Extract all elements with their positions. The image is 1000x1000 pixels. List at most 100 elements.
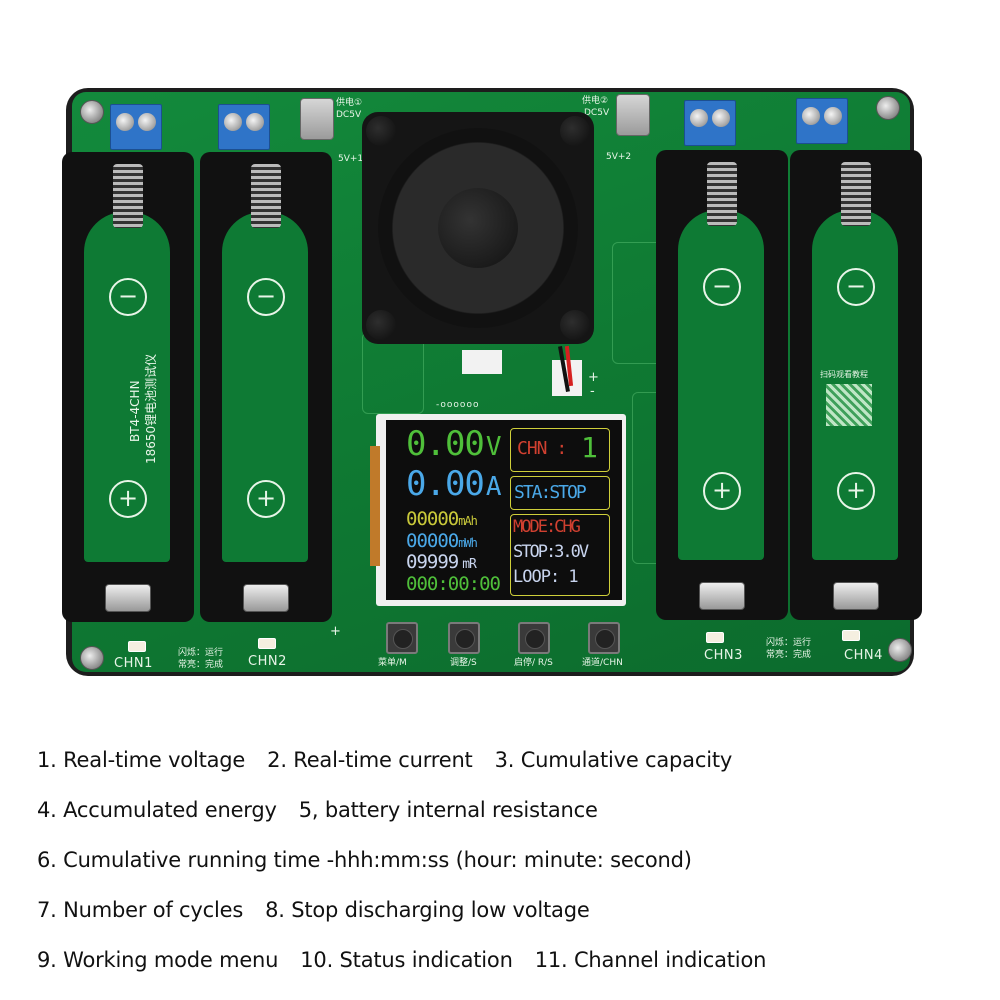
channel-box: CHN : 1 [510,428,610,472]
led-ch3-icon [706,632,724,643]
caption-status: 10. Status indication [300,948,513,972]
status-text: STA:STOP [514,482,587,503]
resistance-unit: mR [462,557,477,572]
led-legend-blink: 闪烁：运行 [178,648,224,658]
current-readout: 0.00A [406,464,502,504]
terminal-block-ch3 [684,100,736,146]
plus-icon: + [109,480,147,518]
battery-contact-tab [243,584,289,612]
usb-c-port-2[interactable] [616,94,650,136]
caption-line-2: 4. Accumulated energy 5, battery internal… [37,798,620,822]
energy-value: 00000 [406,530,459,552]
channel-label-3: CHN3 [704,648,743,663]
channel-value: 1 [581,431,598,464]
led-legend-blink-right: 闪烁：运行 [766,638,812,648]
adjust-button[interactable] [448,622,480,654]
terminal-block-ch4 [796,98,848,144]
model-label: BT4-4CHN [128,380,142,442]
caption-line-1: 1. Real-time voltage 2. Real-time current… [37,748,754,772]
battery-contact-tab [699,582,745,610]
power-input-1-label-cn: 供电① [336,98,363,108]
led-ch1-icon [128,641,146,652]
screw-icon [876,96,900,120]
led-ch4-icon [842,630,860,641]
channel-label: CHN : [517,438,567,459]
qr-code[interactable] [826,384,872,426]
current-unit: A [485,472,502,502]
fan-plus-label: + [588,370,600,385]
battery-contact-tab [105,584,151,612]
spring-contact-icon [251,164,281,228]
energy-readout: 00000mWh [406,530,478,552]
led-legend-solid-right: 常亮：完成 [766,650,812,660]
cooling-fan [362,112,594,344]
battery-contact-tab [833,582,879,610]
usb-c-port-1[interactable] [300,98,334,140]
channel-button-label: 通道/CHN [582,658,623,668]
caption-cycles: 7. Number of cycles [37,898,244,922]
adjust-button-label: 调整/S [450,658,477,668]
minus-icon: − [837,268,875,306]
channel-label-4: CHN4 [844,648,883,663]
caption-runtime: 6. Cumulative running time -hhh:mm:ss (h… [37,848,692,872]
power-input-2-label: DC5V [584,108,610,118]
qr-label: 扫码观看教程 [820,370,868,379]
battery-holder-ch3: − + [656,150,788,620]
capacity-readout: 00000mAh [406,508,478,530]
battery-holder-ch1: − + BT4-4CHN 18650锂电池测试仪 [62,152,194,622]
resistance-value: 09999 [406,551,459,573]
caption-energy: 4. Accumulated energy [37,798,277,822]
settings-box: MODE:CHG STOP:3.0V LOOP: 1 [510,514,610,596]
caption-current: 2. Real-time current [267,748,473,772]
channel-label-2: CHN2 [248,654,287,669]
caption-line-5: 9. Working mode menu 10. Status indicatio… [37,948,788,972]
minus-icon: − [703,268,741,306]
plus-icon: + [247,480,285,518]
energy-unit: mWh [458,536,478,550]
minus-icon: − [109,278,147,316]
caption-voltage: 1. Real-time voltage [37,748,246,772]
channel-button[interactable] [588,622,620,654]
product-label: 18650锂电池测试仪 [144,353,158,464]
pcb-trace [362,332,424,414]
terminal-block-ch2 [218,104,270,150]
caption-channel: 11. Channel indication [534,948,767,972]
screw-icon [80,100,104,124]
jumper-pad [462,350,502,374]
caption-capacity: 3. Cumulative capacity [494,748,733,772]
spring-contact-icon [707,162,737,226]
pin-header: -oooooo [436,400,480,410]
lcd-flex-cable [370,446,380,566]
stop-voltage-text: STOP:3.0V [513,542,589,562]
fan-connector [552,345,582,396]
caption-line-3: 6. Cumulative running time -hhh:mm:ss (h… [37,848,714,872]
fan-minus-label: - [590,384,596,399]
start-stop-button[interactable] [518,622,550,654]
mode-text: MODE:CHG [513,517,581,537]
voltage-value: 0.00 [406,424,485,464]
fan-hub [438,188,518,268]
capacity-value: 00000 [406,508,459,530]
menu-button-label: 菜单/M [378,658,407,668]
battery-holder-ch4: − + 扫码观看教程 [790,150,922,620]
terminal-block-ch1 [110,104,162,150]
plus-icon: + [703,472,741,510]
screw-icon [888,638,912,662]
minus-icon: − [247,278,285,316]
caption-resistance: 5, battery internal resistance [298,798,598,822]
battery-holder-ch2: − + [200,152,332,622]
voltage-unit: V [485,432,502,462]
caption-mode: 9. Working mode menu [37,948,279,972]
power-indicator-1: 5V+1 [338,154,364,164]
led-ch2-icon [258,638,276,649]
power-input-2-label-cn: 供电② [582,96,609,106]
voltage-readout: 0.00V [406,424,502,464]
menu-button[interactable] [386,622,418,654]
power-indicator-2: 5V+2 [606,152,632,162]
status-box: STA:STOP [510,476,610,510]
power-input-1-label: DC5V [336,110,362,120]
screw-icon [80,646,104,670]
plus-marker: + [330,624,342,639]
